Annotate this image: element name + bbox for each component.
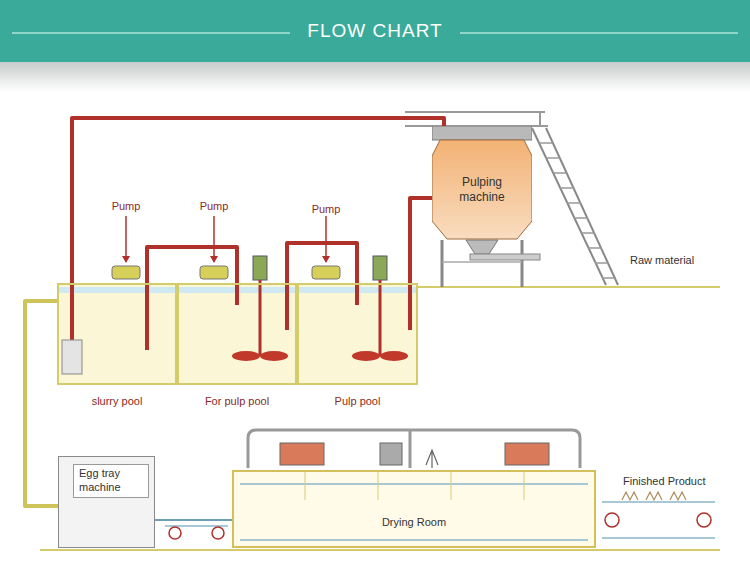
machine-brace xyxy=(442,261,522,263)
pool-label: slurry pool xyxy=(59,395,175,409)
hopper-top xyxy=(432,126,532,140)
slurry-pool: slurry pool xyxy=(57,283,177,385)
title-rule xyxy=(12,32,290,34)
material-label: Raw material xyxy=(630,254,694,266)
node-text: Pulping machine xyxy=(440,175,524,205)
leader-line xyxy=(125,216,127,262)
machine-leg xyxy=(521,240,524,287)
product-label: Finished Product xyxy=(623,475,706,487)
pulping-machine: Pulping machine xyxy=(432,126,532,240)
propeller xyxy=(260,351,288,361)
header-shadow xyxy=(0,62,750,92)
title-rule xyxy=(460,32,738,34)
pipe-connector xyxy=(25,301,58,506)
stair-rail xyxy=(546,128,618,285)
pump-label: Pump xyxy=(200,200,229,212)
title-holder: FLOW CHART xyxy=(0,0,750,62)
tripod xyxy=(426,450,438,468)
label-holder: Finished Product xyxy=(623,471,706,489)
roller xyxy=(697,513,711,527)
chart-title: FLOW CHART xyxy=(307,19,442,43)
agitator-motor xyxy=(373,256,387,280)
pump-label: Pump xyxy=(312,203,341,215)
node-text: Drying Room xyxy=(382,516,446,530)
fan-unit xyxy=(505,443,549,465)
pump-label: Pump xyxy=(112,200,141,212)
drying-room: Drying Room xyxy=(232,470,596,548)
pump-symbol xyxy=(112,266,140,279)
fan-unit xyxy=(380,443,402,465)
railing xyxy=(405,111,545,113)
pipe-connector xyxy=(72,118,444,283)
pipe-connector xyxy=(155,519,232,521)
pool-fill xyxy=(57,283,418,385)
label-holder: Pump xyxy=(164,196,264,214)
room-fill xyxy=(232,470,596,548)
air-duct xyxy=(248,430,580,468)
pump-symbol xyxy=(200,266,228,279)
propeller xyxy=(380,351,408,361)
pulp-pool: Pulp pool xyxy=(297,283,418,385)
machine-leg xyxy=(441,240,444,287)
ground-line xyxy=(40,549,720,551)
outlet-conveyor xyxy=(470,254,540,260)
agitator-motor xyxy=(253,256,267,280)
outlet-cone xyxy=(466,240,498,254)
roller xyxy=(605,513,619,527)
leader-line xyxy=(213,216,215,262)
node-text: Egg tray machine xyxy=(73,464,149,498)
dip-pipe xyxy=(408,283,412,330)
output-belt xyxy=(602,501,715,503)
agitator-shaft xyxy=(379,280,382,356)
egg-tray-machine: Egg tray machine xyxy=(58,456,155,548)
leader-line xyxy=(325,216,327,262)
dip-pipe xyxy=(235,283,239,305)
pool-label: Pulp pool xyxy=(299,395,416,409)
pipe-connector xyxy=(410,198,432,283)
pipe-connector xyxy=(147,247,237,283)
air-duct xyxy=(409,430,412,468)
ground-line xyxy=(418,286,720,288)
dip-pipe xyxy=(145,283,149,350)
egg-trays xyxy=(622,492,686,500)
dip-pipe xyxy=(285,283,289,330)
label-holder: Pump xyxy=(76,196,176,214)
stair-rail xyxy=(532,128,606,285)
pipe-connector xyxy=(287,243,357,283)
strainer xyxy=(62,340,82,374)
for-pulp-pool: For pulp pool xyxy=(177,283,297,385)
conveyor-belt xyxy=(240,539,588,541)
machine-body xyxy=(432,140,532,239)
room-partition xyxy=(305,470,524,500)
agitator-shaft xyxy=(259,280,262,356)
pool-label: For pulp pool xyxy=(179,395,295,409)
railing xyxy=(539,112,541,126)
roller xyxy=(212,527,224,539)
dip-pipe xyxy=(70,283,74,340)
pump-symbol xyxy=(312,266,340,279)
roller xyxy=(169,527,181,539)
output-belt xyxy=(602,537,715,539)
propeller xyxy=(232,351,260,361)
stair-steps xyxy=(539,143,616,278)
label-holder: Pump xyxy=(276,199,376,217)
conveyor-belt xyxy=(240,483,588,485)
label-holder: Raw material xyxy=(630,250,694,268)
dip-pipe xyxy=(355,283,359,305)
fan-unit xyxy=(280,443,324,465)
propeller xyxy=(352,351,380,361)
